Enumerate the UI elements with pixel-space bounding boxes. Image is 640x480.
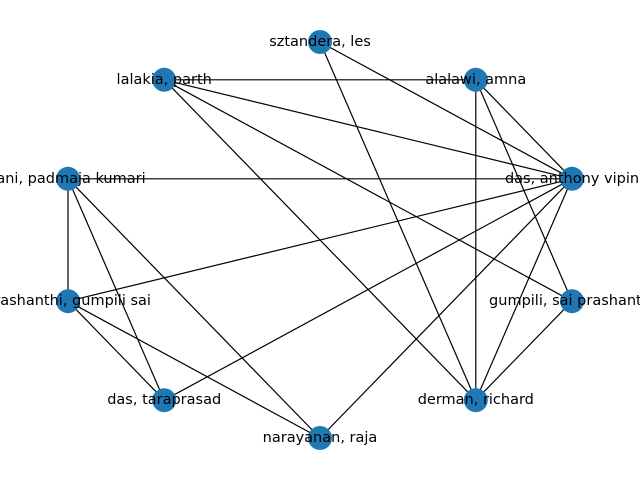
node-label-das_t: das, taraprasad: [107, 392, 221, 408]
node-label-alalawi: alalawi, amna: [425, 72, 526, 88]
node-label-narayanan: narayanan, raja: [263, 430, 378, 446]
node-lalakia: [152, 67, 177, 92]
edge-prashanthi_g-das_t: [67, 300, 165, 401]
edge-derman-gumpili: [475, 300, 573, 401]
node-sztandera: [308, 30, 332, 54]
node-label-gumpili: gumpili, sai prashanthi: [489, 293, 640, 309]
edge-prashanthi_g-das_a: [67, 178, 573, 302]
edge-lalakia-gumpili: [163, 79, 573, 302]
edge-rani-narayanan: [67, 178, 321, 439]
node-das_t: [152, 388, 177, 413]
node-alalawi: [463, 67, 488, 92]
node-layer: [56, 30, 584, 450]
edge-lalakia-das_a: [164, 79, 573, 180]
node-rani: [56, 166, 80, 191]
node-derman: [463, 388, 488, 413]
node-label-prashanthi_g: prashanthi, gumpili sai: [0, 293, 151, 309]
node-narayanan: [308, 426, 332, 450]
edge-prashanthi_g-narayanan: [67, 300, 321, 439]
edge-das_t-das_a: [163, 178, 573, 401]
node-label-das_a: das, anthony vipin: [505, 171, 639, 187]
edge-sztandera-das_a: [319, 41, 573, 180]
label-layer: sztandera, les lalakia, parth rani, padmaj…: [0, 34, 640, 446]
edge-layer: [67, 41, 573, 439]
edge-narayanan-das_a: [319, 178, 573, 439]
node-gumpili: [560, 289, 584, 314]
node-das_a: [560, 166, 584, 191]
edge-alalawi-das_a: [475, 79, 573, 180]
node-prashanthi_g: [56, 289, 80, 314]
node-label-derman: derman, richard: [418, 392, 534, 408]
edge-derman-das_a: [475, 178, 573, 401]
node-label-lalakia: lalakia, parth: [117, 72, 212, 88]
node-label-sztandera: sztandera, les: [269, 34, 371, 50]
node-label-rani: rani, padmaja kumari: [0, 171, 146, 187]
